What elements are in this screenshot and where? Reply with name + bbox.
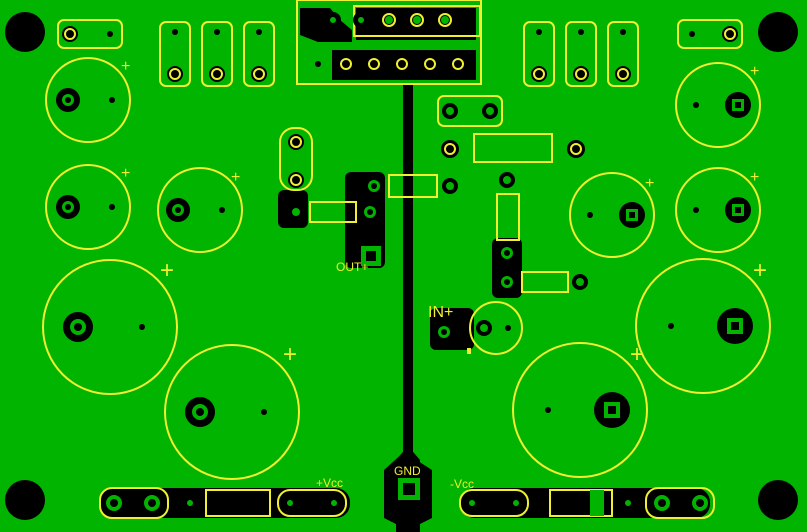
- resistor-mid-left: [309, 201, 376, 223]
- capacitors-right: [512, 62, 771, 478]
- input-capacitor: [438, 301, 523, 355]
- polarity-plus: +: [283, 341, 297, 368]
- in-plus-label: IN+: [428, 304, 453, 321]
- vcc-negative-label: -Vcc: [450, 477, 474, 491]
- supply-negative: [459, 487, 715, 519]
- polarity-plus: +: [750, 63, 759, 80]
- gnd-pad: [398, 478, 420, 500]
- polarity-plus: +: [630, 341, 644, 368]
- resistors-top-left: [159, 21, 275, 87]
- capacitors-left: [42, 57, 300, 480]
- jumper-mid-right: [437, 95, 503, 127]
- polarity-plus: +: [160, 257, 174, 284]
- mounting-hole-br: [758, 480, 798, 520]
- gnd-label: GND: [394, 464, 421, 478]
- resistor-horizontal-right: [441, 133, 585, 163]
- mounting-hole-bl: [5, 480, 45, 520]
- polarity-plus: +: [753, 257, 767, 284]
- polarity-plus: +: [750, 169, 759, 186]
- input-connector-outline: [296, 0, 482, 85]
- polarity-plus: +: [645, 175, 654, 192]
- mounting-hole-tr: [758, 12, 798, 52]
- connector-pins: [315, 12, 466, 72]
- polarity-plus: +: [121, 165, 130, 182]
- mounting-holes: [5, 12, 798, 520]
- polarity-marks: + + + + + + + + + +: [121, 58, 767, 368]
- jumper-top-left: [57, 19, 123, 49]
- out-plus-label: OUT+: [336, 260, 368, 274]
- mounting-hole-tl: [5, 12, 45, 52]
- supply-positive: [99, 487, 347, 519]
- polarity-plus: +: [231, 169, 240, 186]
- resistors-top-right: [523, 21, 639, 87]
- resistor-vertical-right: [496, 172, 588, 293]
- diode-left: [279, 127, 313, 220]
- jumper-top-right: [677, 19, 743, 49]
- vcc-positive-label: +Vcc: [316, 476, 343, 490]
- polarity-plus: +: [121, 58, 130, 75]
- resistor-out: [361, 174, 458, 266]
